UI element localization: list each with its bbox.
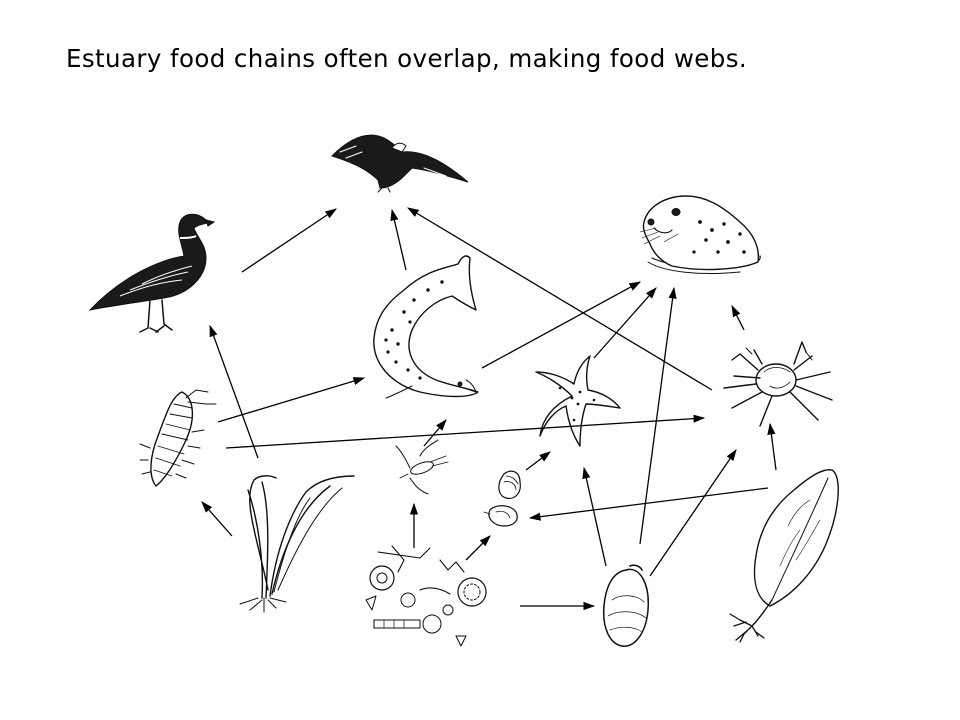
arrow-goose-to-eagle: [241, 208, 337, 273]
arrow-snails-to-sea-star: [525, 451, 551, 471]
salmon-icon: [373, 255, 479, 399]
salmon-spots: [384, 280, 444, 380]
goose-icon: [88, 213, 216, 333]
arrow-sea-star-to-seal: [593, 287, 657, 359]
snails-icon: [483, 470, 521, 527]
seal-spots: [692, 220, 746, 254]
food-web-arrows: [201, 207, 777, 611]
arrow-crab-to-seal: [731, 304, 745, 331]
page-title: Estuary food chains often overlap, makin…: [66, 44, 748, 73]
eelgrass-icon: [239, 475, 355, 613]
arrow-zooplankton-to-salmon: [423, 419, 447, 447]
phytoplankton-icon: [365, 545, 487, 647]
arrow-kelp-to-snails: [528, 487, 769, 521]
eagle-icon: [331, 134, 469, 193]
arrow-crab-to-eagle: [406, 207, 713, 391]
seal-icon: [639, 195, 761, 274]
arrow-phytoplankton-to-snails: [465, 535, 491, 561]
crab-icon: [723, 341, 833, 427]
sea-star-icon: [535, 355, 621, 447]
zooplankton-icon: [395, 439, 449, 495]
arrow-worm-to-crab: [225, 414, 706, 449]
arrow-clam-to-seal: [639, 286, 677, 545]
clam-icon: [602, 564, 649, 647]
arrow-eelgrass-to-worm: [201, 501, 233, 537]
kelp-icon: [729, 469, 839, 643]
arrow-kelp-to-crab: [767, 422, 777, 471]
arrow-salmon-to-seal: [481, 281, 642, 369]
arrow-clam-to-crab: [649, 449, 737, 577]
arrow-worm-to-salmon: [217, 377, 366, 423]
arrow-eelgrass-to-goose: [209, 324, 259, 459]
arrow-clam-to-sea-star: [582, 466, 607, 567]
worm-icon: [139, 389, 217, 487]
arrow-salmon-to-eagle: [390, 208, 407, 271]
